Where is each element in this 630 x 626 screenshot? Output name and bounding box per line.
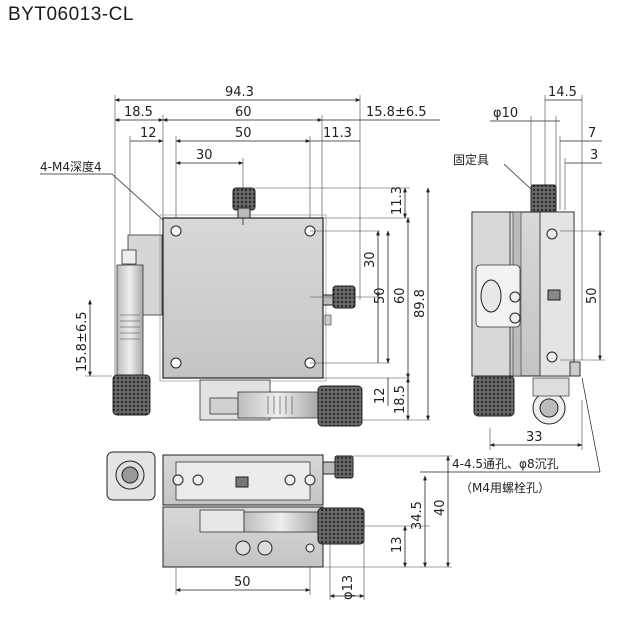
dim-50: 50 — [175, 126, 311, 143]
svg-text:18.5: 18.5 — [124, 105, 153, 120]
svg-text:3: 3 — [590, 148, 598, 163]
dim-v60: 60 — [393, 217, 410, 379]
svg-text:89.8: 89.8 — [413, 289, 428, 318]
dim-v18-5: 18.5 — [393, 377, 410, 421]
svg-text:（M4用螺栓孔）: （M4用螺栓孔） — [460, 480, 550, 495]
svg-text:30: 30 — [196, 148, 213, 163]
dim-7: 7 — [560, 126, 602, 142]
front-lower-stage — [162, 506, 365, 568]
svg-text:50: 50 — [234, 575, 251, 590]
svg-text:30: 30 — [363, 251, 378, 268]
tap-note: 4-M4深度4 — [40, 159, 173, 229]
svg-text:33: 33 — [526, 430, 543, 445]
svg-text:11.3: 11.3 — [323, 126, 352, 141]
dim-v11-3: 11.3 — [390, 186, 407, 219]
bottom-micrometer — [199, 379, 363, 427]
svg-text:15.8±6.5: 15.8±6.5 — [366, 105, 427, 120]
front-view: 34.5 40 13 φ13 50 4-4.5通孔、φ8沉孔 （M4用螺栓孔） — [106, 377, 601, 600]
svg-text:18.5: 18.5 — [393, 385, 408, 414]
model-title: BYT06013-CL — [8, 4, 134, 25]
svg-text:50: 50 — [585, 287, 600, 304]
svg-text:34.5: 34.5 — [410, 501, 425, 530]
side-body — [471, 184, 581, 425]
dim-left-stroke: 15.8±6.5 — [75, 299, 112, 377]
top-view: 94.3 18.5 60 15.8±6.5 12 50 11.3 — [40, 85, 440, 427]
dim-33: 33 — [489, 400, 583, 450]
svg-text:60: 60 — [235, 105, 252, 120]
dim-overall-width: 94.3 — [114, 85, 361, 102]
dim-14-5: 14.5 — [545, 85, 582, 101]
dim-v89-8: 89.8 — [413, 187, 430, 421]
svg-text:50: 50 — [235, 126, 252, 141]
front-extension-lines — [175, 455, 452, 600]
dim-v12: 12 — [373, 378, 389, 406]
dim-12: 12 — [130, 126, 164, 143]
dim-left-offset: 18.5 — [114, 105, 164, 122]
svg-text:40: 40 — [433, 499, 448, 516]
dim-front-40: 40 — [433, 455, 450, 568]
top-stage-plate — [159, 187, 356, 382]
dim-3: 3 — [565, 148, 602, 164]
front-upper-stage — [106, 451, 354, 506]
svg-text:12: 12 — [140, 126, 157, 141]
dim-30: 30 — [175, 148, 244, 165]
side-extension-lines — [530, 95, 583, 360]
svg-text:12: 12 — [373, 387, 388, 404]
dim-front-50: 50 — [175, 575, 311, 592]
svg-text:4-4.5通孔、φ8沉孔: 4-4.5通孔、φ8沉孔 — [452, 457, 559, 471]
dim-front-13: 13 — [390, 525, 407, 568]
dim-v50: 50 — [373, 230, 390, 364]
dim-v30: 30 — [363, 230, 380, 298]
svg-text:15.8±6.5: 15.8±6.5 — [75, 311, 90, 372]
left-micrometer — [112, 234, 163, 416]
svg-text:50: 50 — [373, 287, 388, 304]
hole-note: 4-4.5通孔、φ8沉孔 （M4用螺栓孔） — [420, 377, 601, 495]
dim-phi10: φ10 — [490, 106, 560, 122]
fixture-label: 固定具 — [453, 152, 533, 191]
svg-text:14.5: 14.5 — [548, 85, 577, 100]
svg-text:4-M4深度4: 4-M4深度4 — [40, 159, 102, 174]
side-view: 14.5 φ10 7 3 固定具 — [453, 85, 605, 450]
svg-text:固定具: 固定具 — [453, 152, 489, 167]
svg-text:7: 7 — [588, 126, 596, 141]
dim-stage-width: 60 — [162, 105, 323, 122]
extension-lines-top — [114, 95, 361, 380]
svg-text:φ13: φ13 — [341, 575, 356, 600]
dim-11-3: 11.3 — [310, 126, 360, 142]
svg-text:11.3: 11.3 — [390, 186, 405, 215]
dim-front-phi13: φ13 — [329, 575, 365, 600]
extension-lines-right — [255, 187, 430, 421]
side-extension-lines-right — [560, 230, 605, 361]
svg-text:60: 60 — [393, 287, 408, 304]
svg-text:13: 13 — [390, 536, 405, 553]
dim-stroke-top: 15.8±6.5 — [322, 105, 440, 121]
svg-text:94.3: 94.3 — [225, 85, 254, 100]
dim-front-34-5: 34.5 — [410, 475, 427, 568]
dim-side-v50: 50 — [585, 230, 602, 361]
svg-text:φ10: φ10 — [493, 106, 518, 121]
